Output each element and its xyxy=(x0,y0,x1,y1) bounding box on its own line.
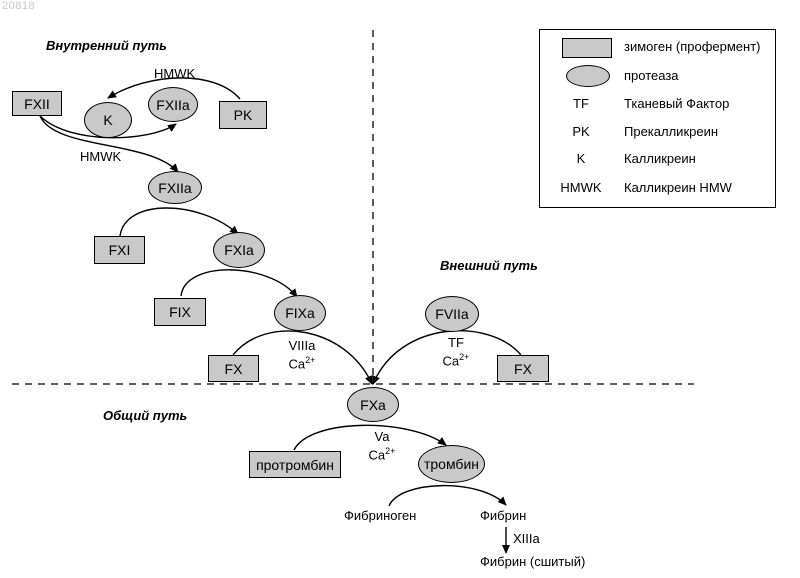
label-ca-tf: Ca2+ xyxy=(436,350,476,368)
cofactor-viiia-ca: VIIIa Ca2+ xyxy=(282,338,322,371)
legend-tf-abbr: TF xyxy=(540,96,622,111)
node-fxiia-top: FXIIa xyxy=(148,87,198,122)
node-prothrombin: протромбин xyxy=(249,451,341,478)
label-va: Va xyxy=(362,429,402,444)
node-fixa: FIXa xyxy=(274,295,326,331)
node-fxii: FXII xyxy=(12,91,62,116)
arrow-fibrinogen-to-fibrin xyxy=(389,486,506,506)
legend-hmwk-abbr: HMWK xyxy=(540,180,622,195)
cofactor-va-ca: Va Ca2+ xyxy=(362,429,402,462)
label-tf: TF xyxy=(436,335,476,350)
label-fibrin: Фибрин xyxy=(480,508,526,523)
legend-zymogen-label: зимоген (профермент) xyxy=(624,39,760,54)
arrow-fxi-to-fxia xyxy=(120,208,238,236)
legend-protease-swatch xyxy=(566,65,610,87)
legend-pk-abbr: PK xyxy=(540,124,622,139)
node-k: K xyxy=(84,102,132,138)
legend-zymogen-swatch xyxy=(562,38,612,58)
label-hmwk-mid: HMWK xyxy=(80,149,121,164)
legend-hmwk-text: Калликреин HMW xyxy=(624,180,732,195)
intrinsic-pathway-title: Внутренний путь xyxy=(46,38,167,53)
common-pathway-title: Общий путь xyxy=(103,408,187,423)
label-fibrinogen: Фибриноген xyxy=(344,508,416,523)
node-fxa: FXa xyxy=(347,387,399,422)
node-fxi: FXI xyxy=(94,236,145,264)
node-fxia: FXIa xyxy=(213,232,265,268)
legend-protease-label: протеаза xyxy=(624,68,679,83)
legend: зимоген (профермент) протеаза TF Тканевы… xyxy=(539,29,776,208)
node-fx-right: FX xyxy=(497,355,549,382)
label-xiiia: XIIIa xyxy=(513,531,540,546)
legend-pk-text: Прекалликреин xyxy=(624,124,718,139)
node-fxiia: FXIIa xyxy=(148,171,202,204)
node-fix: FIX xyxy=(154,298,206,326)
label-viiia: VIIIa xyxy=(282,338,322,353)
node-fviia: FVIIa xyxy=(425,296,479,332)
node-fx-left: FX xyxy=(208,355,259,382)
node-thrombin: тромбин xyxy=(418,445,485,483)
legend-tf-text: Тканевый Фактор xyxy=(624,96,729,111)
label-hmwk-top: HMWK xyxy=(154,66,195,81)
label-ca-va: Ca2+ xyxy=(362,444,402,462)
label-fibrin-crosslinked: Фибрин (сшитый) xyxy=(480,554,585,569)
legend-k-abbr: K xyxy=(540,151,622,166)
extrinsic-pathway-title: Внешний путь xyxy=(440,258,538,273)
label-ca-viiia: Ca2+ xyxy=(282,353,322,371)
arrow-fix-to-fixa xyxy=(181,270,297,297)
watermark: 20818 xyxy=(2,0,35,12)
legend-k-text: Калликреин xyxy=(624,151,696,166)
node-pk: PK xyxy=(219,101,267,129)
cofactor-tf-ca: TF Ca2+ xyxy=(436,335,476,368)
